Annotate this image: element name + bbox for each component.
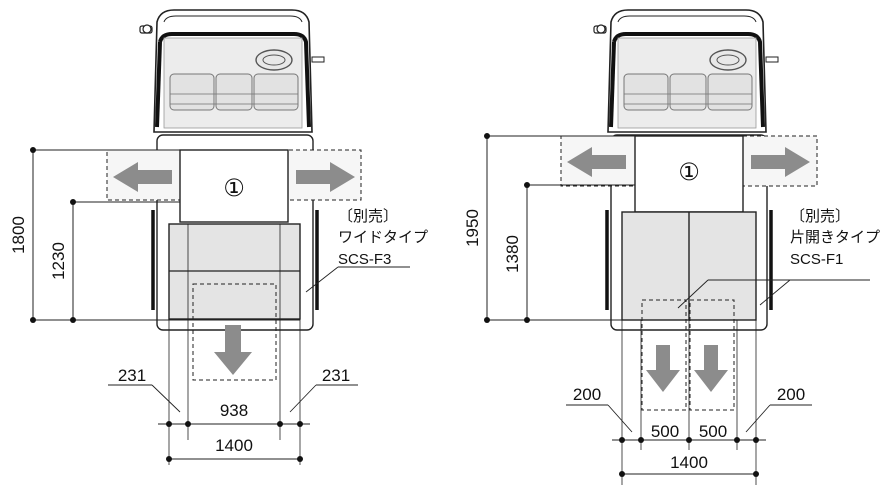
left-cab bbox=[138, 8, 326, 134]
left-arrow-left bbox=[113, 162, 172, 192]
left-dim-total-width: 1400 bbox=[215, 436, 253, 455]
right-circle-label: ① bbox=[678, 159, 700, 186]
left-option-code: SCS-F3 bbox=[338, 251, 391, 268]
left-dim-total-height: 1800 bbox=[9, 216, 28, 254]
right-option-note: 〔別売〕 bbox=[790, 207, 850, 225]
right-box-1 bbox=[634, 135, 744, 213]
left-dim-inner-height: 1230 bbox=[49, 242, 68, 280]
left-dim-side-left: 231 bbox=[118, 366, 146, 385]
right-arrow-down-right bbox=[694, 345, 728, 392]
left-arrow-right bbox=[296, 162, 355, 192]
right-option-code: SCS-F1 bbox=[790, 251, 843, 268]
right-cab bbox=[592, 8, 780, 134]
right-dim-side-left: 200 bbox=[573, 385, 601, 404]
right-dim-door-right: 500 bbox=[699, 422, 727, 441]
left-option-name: ワイドタイプ bbox=[338, 228, 428, 246]
right-drop-range-right bbox=[689, 299, 735, 411]
left-arrow-down bbox=[214, 325, 252, 375]
right-dim-inner-height: 1380 bbox=[503, 235, 522, 273]
left-box-1 bbox=[179, 149, 289, 223]
right-drop-range-left bbox=[641, 299, 687, 411]
right-truck-figure: ① 〔別売〕 片開きタイプ SCS-F1 1950 1380 bbox=[463, 8, 880, 485]
right-dim-total-height: 1950 bbox=[463, 209, 482, 247]
right-arrow-left bbox=[567, 147, 626, 177]
right-dim-door-left: 500 bbox=[651, 422, 679, 441]
left-dim-opening: 938 bbox=[220, 401, 248, 420]
right-arrow-right bbox=[751, 147, 810, 177]
right-option-name: 片開きタイプ bbox=[790, 228, 880, 246]
left-option-note: 〔別売〕 bbox=[338, 207, 398, 225]
right-dim-side-right: 200 bbox=[777, 385, 805, 404]
left-drop-range bbox=[192, 283, 277, 381]
right-arrow-down-left bbox=[646, 345, 680, 392]
right-dim-total-width: 1400 bbox=[670, 453, 708, 472]
left-truck-figure: ① 〔別売〕 ワイドタイプ SCS-F3 1800 1230 bbox=[9, 8, 428, 465]
left-circle-label: ① bbox=[223, 175, 245, 202]
left-dim-side-right: 231 bbox=[322, 366, 350, 385]
